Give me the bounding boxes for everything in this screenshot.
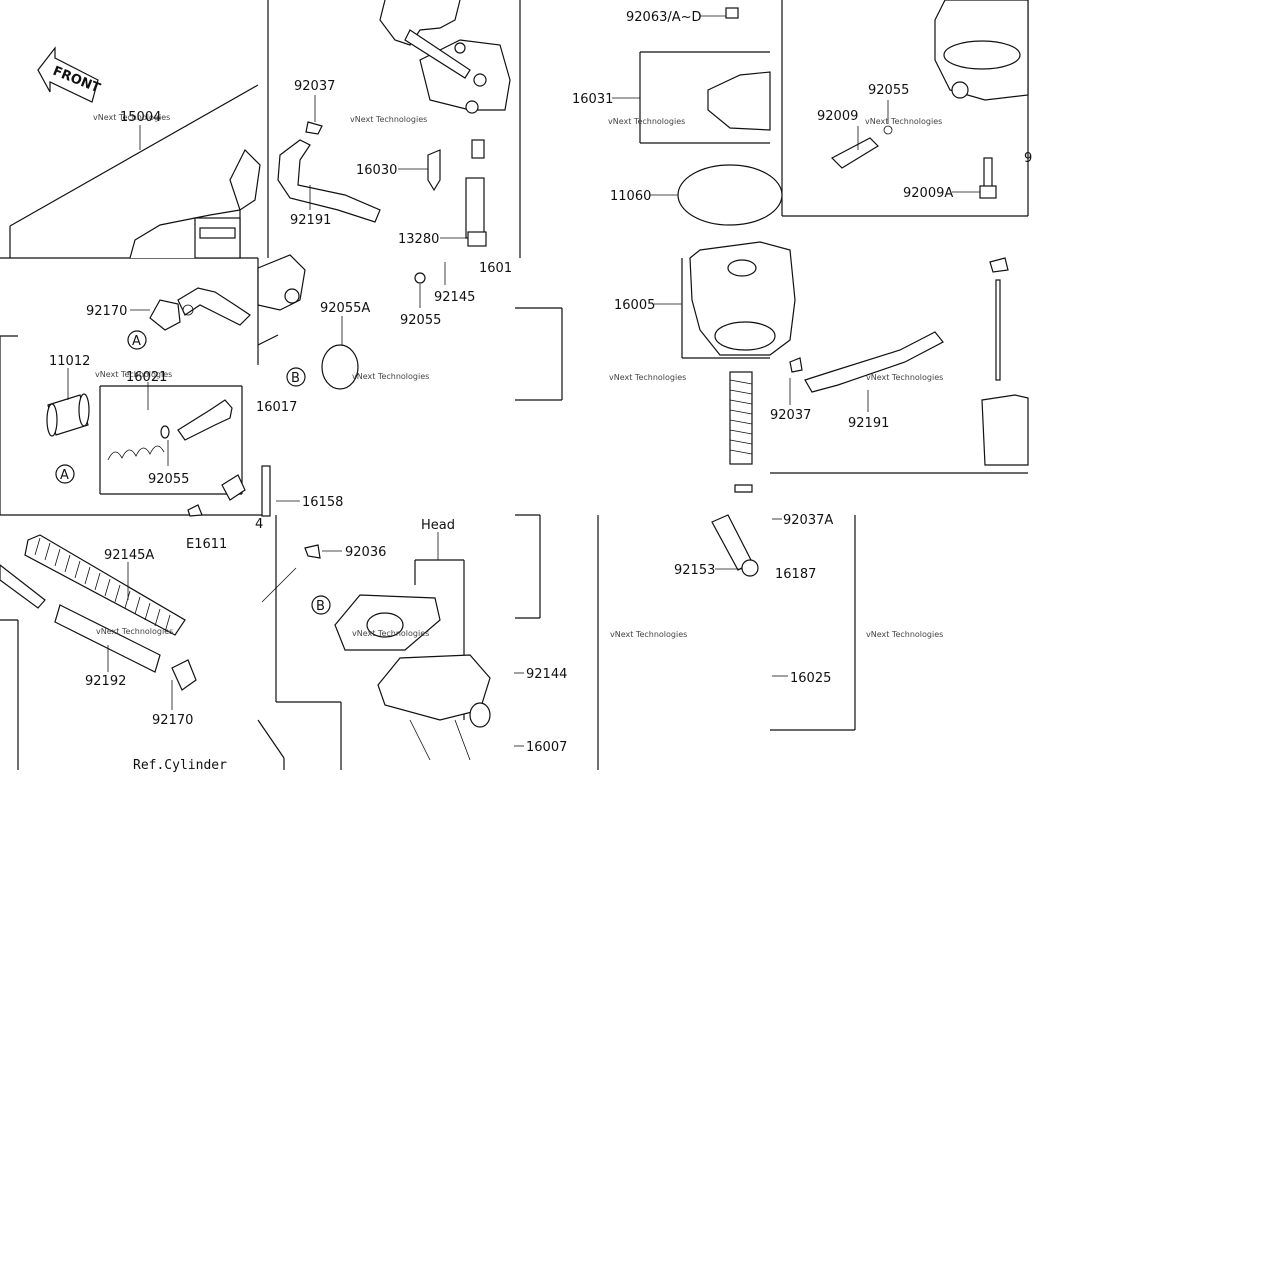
label-16031: 16031 xyxy=(572,92,613,107)
label-ref-cylinder: Ref.Cylinder xyxy=(133,758,227,773)
marker-b-1: B xyxy=(291,371,300,386)
label-92144: 92144 xyxy=(526,667,567,682)
label-head: Head xyxy=(421,518,455,533)
watermark-text: vNext Technologies xyxy=(350,115,427,124)
label-16005: 16005 xyxy=(614,298,655,313)
watermark-text: vNext Technologies xyxy=(865,117,942,126)
watermark-text: vNext Technologies xyxy=(866,373,943,382)
label-92170-bottom: 92170 xyxy=(152,713,193,728)
cap-16031 xyxy=(707,7,771,131)
watermark-text: vNext Technologies xyxy=(95,370,172,379)
carburetor-body-left xyxy=(129,148,261,259)
hose-92037-92191-mid xyxy=(277,121,381,223)
screw-92009 xyxy=(830,125,997,199)
watermark-text: vNext Technologies xyxy=(608,117,685,126)
label-92055A: 92055A xyxy=(320,301,370,316)
label-16030: 16030 xyxy=(356,163,397,178)
label-92055-mid: 92055 xyxy=(400,313,441,328)
hose-92192 xyxy=(0,564,197,691)
watermark-text: vNext Technologies xyxy=(866,630,943,639)
label-92009: 92009 xyxy=(817,109,858,124)
label-92153: 92153 xyxy=(674,563,715,578)
label-92145: 92145 xyxy=(434,290,475,305)
label-16017: 16017 xyxy=(256,400,297,415)
label-e1611: E1611 xyxy=(186,537,227,552)
hose-92191-right xyxy=(789,331,944,393)
label-16187: 16187 xyxy=(775,567,816,582)
top-16005 xyxy=(689,241,796,356)
carburetor-joint-16017 xyxy=(257,254,306,346)
label-16021: 16021 xyxy=(126,370,167,385)
watermark-text: vNext Technologies xyxy=(93,113,170,122)
screw-92153 xyxy=(711,484,759,577)
spring-screw-16021 xyxy=(107,399,233,461)
part-labels: 92063/A~D 16031 11060 16005 92037 92191 … xyxy=(49,10,1032,773)
label-11012: 11012 xyxy=(49,354,90,369)
spring-right xyxy=(729,371,753,465)
label-92009A: 92009A xyxy=(903,186,953,201)
marker-b-2: B xyxy=(316,599,325,614)
label-11060: 11060 xyxy=(610,189,651,204)
circle-markers: A A B B xyxy=(55,330,331,615)
label-92191-right: 92191 xyxy=(848,416,889,431)
label-92037A: 92037A xyxy=(783,513,833,528)
watermark-text: vNext Technologies xyxy=(352,629,429,638)
label-15004: 15004 xyxy=(120,110,161,125)
label-92055-topright: 92055 xyxy=(868,83,909,98)
gasket-11060 xyxy=(677,164,783,226)
watermark-text: vNext Technologies xyxy=(609,373,686,382)
label-13280: 13280 xyxy=(398,232,439,247)
front-arrow-icon: FRONT xyxy=(37,46,102,103)
needle-right xyxy=(981,257,1029,466)
label-92170-top: 92170 xyxy=(86,304,127,319)
label-92055-left: 92055 xyxy=(148,472,189,487)
marker-a-2: A xyxy=(60,468,69,483)
label-92037-mid: 92037 xyxy=(294,79,335,94)
label-92037-right: 92037 xyxy=(770,408,811,423)
label-92063: 92063/A~D xyxy=(626,10,702,25)
watermark-text: vNext Technologies xyxy=(610,630,687,639)
label-16007: 16007 xyxy=(526,740,567,755)
jet-13280 xyxy=(465,139,487,247)
clip-92170-top xyxy=(149,287,251,331)
label-92145A: 92145A xyxy=(104,548,154,563)
label-16025: 16025 xyxy=(790,671,831,686)
watermarks: vNext Technologies vNext Technologies vN… xyxy=(93,113,943,639)
manifold-16007 xyxy=(334,594,491,761)
float-needle-16030 xyxy=(427,149,441,192)
label-1601: 1601 xyxy=(479,261,512,276)
label-92191-mid: 92191 xyxy=(290,213,331,228)
label-92036: 92036 xyxy=(345,545,386,560)
oring-92055A xyxy=(321,272,426,390)
clip-92036 xyxy=(304,544,321,559)
watermark-text: vNext Technologies xyxy=(96,627,173,636)
label-92192: 92192 xyxy=(85,674,126,689)
label-16158: 16158 xyxy=(302,495,343,510)
ring-11012 xyxy=(46,393,90,437)
watermark-text: vNext Technologies xyxy=(352,372,429,381)
leader-lines xyxy=(67,15,980,747)
screw-16158 xyxy=(187,465,271,517)
marker-a-1: A xyxy=(132,334,141,349)
label-9: 9 xyxy=(1024,151,1032,166)
label-4: 4 xyxy=(255,517,263,532)
carburetor-body-upper xyxy=(379,0,511,114)
spring-92145A xyxy=(24,534,186,636)
float-bowl-upper-right xyxy=(934,0,1029,101)
